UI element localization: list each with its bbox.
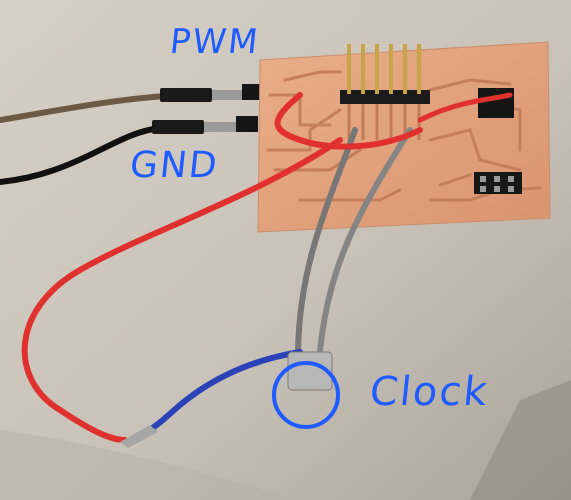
solder-joint [120, 425, 158, 448]
blue-wire [142, 349, 303, 435]
table-shadow [0, 430, 300, 500]
chip [478, 88, 514, 118]
pwm-connector-2 [242, 84, 264, 100]
header-pins [340, 44, 430, 104]
gnd-connector-2 [236, 116, 258, 132]
red-wire-top [274, 92, 423, 150]
pwm-wire [0, 93, 168, 123]
gnd-wire [0, 125, 163, 185]
table-corner-shadow [470, 380, 571, 500]
clock-wire-1 [295, 127, 358, 353]
bottom-header-pins [480, 176, 514, 192]
pwm-pin [212, 90, 242, 100]
red-wire-long [21, 137, 343, 443]
gnd-label: GND [127, 145, 221, 186]
red-wire-right [417, 92, 513, 123]
clock-connector [287, 351, 333, 391]
pwm-label: PWM [167, 22, 262, 62]
pwm-connector [160, 88, 212, 102]
gnd-connector [152, 120, 204, 134]
clock-wire-2 [317, 127, 413, 353]
clock-highlight-circle [272, 361, 340, 429]
clock-label: Clock [367, 369, 492, 415]
gnd-pin [204, 122, 236, 132]
